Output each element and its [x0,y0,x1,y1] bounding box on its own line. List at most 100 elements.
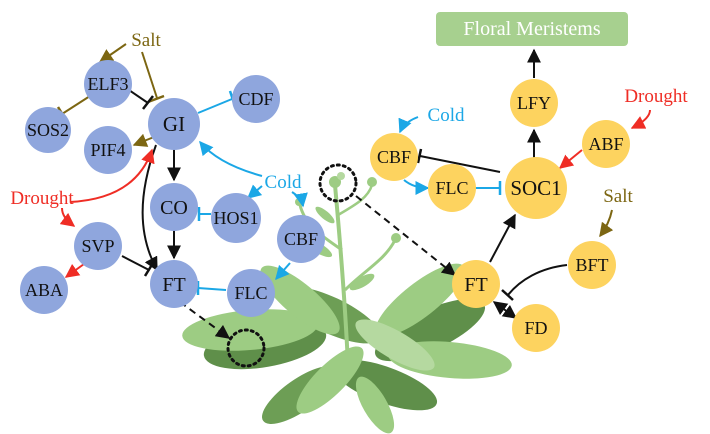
label-pif4: PIF4 [90,140,125,160]
node-svp [74,222,122,270]
leaf [260,265,340,335]
node-cbf-right [370,133,418,181]
label-hos1: HOS1 [213,208,258,228]
edge-cold-gi [199,140,263,177]
right-network-edges [398,48,651,319]
edge-elf3-sos2 [61,95,91,115]
edge-cbf-flc [275,262,291,281]
edge-svp-ft-bar [143,262,155,277]
edge-soc1-cbf-bar [416,148,423,164]
edge-drought-abf [630,109,651,129]
label-svp: SVP [81,236,114,256]
node-co [150,183,198,231]
leaf [315,206,335,224]
node-soc1-right [505,157,567,219]
label-ft: FT [162,274,185,296]
floral-meristems-box: Floral Meristems [436,12,628,46]
stimulus-cold-left: Cold [265,172,302,193]
edge-flc-ft [197,287,227,291]
label-co: CO [160,197,188,219]
leaf [355,376,395,434]
stimulus-salt-left: Salt [131,30,161,51]
node-cbf [277,215,325,263]
label-cbf-right: CBF [377,147,411,167]
node-flc [227,269,275,317]
label-flc-right: FLC [435,178,468,198]
node-sos2 [25,107,71,153]
edge-ft-soc1 [489,213,516,263]
flower-bud [367,177,377,187]
stimulus-salt-right: Salt [603,186,633,207]
node-aba [20,266,68,314]
edge-bft-ft [507,264,568,296]
flower-bud [329,176,341,188]
edge-svp-aba [64,263,85,278]
left-network-node-labels: ELF3 SOS2 GI CDF PIF4 CO HOS1 CBF SVP AB… [25,74,318,303]
label-ft-right: FT [464,274,487,296]
label-fd-right: FD [524,318,547,338]
edge-cdf-gi [197,98,233,114]
node-elf3 [84,60,132,108]
node-hos1 [211,193,261,243]
stimulus-cold-right: Cold [428,105,465,126]
edge-cbf-flc-right [403,179,430,195]
stem [337,184,374,217]
label-cbf: CBF [284,229,318,249]
node-fd-right [512,304,560,352]
edge-bft-ft-bar [501,289,514,301]
edge-svp-ft [121,255,150,271]
label-abf-right: ABF [588,134,623,154]
edge-salt-bft [599,209,614,238]
edge-soc1-cbf [419,155,501,173]
leaf [349,273,375,291]
node-bft-right [568,241,616,289]
flower-bud [337,172,345,180]
edge-cold-cbf-right [398,116,419,134]
edge-cold-hos1 [246,184,263,199]
label-flc: FLC [234,283,267,303]
right-stimuli: Cold Drought Salt [428,86,689,207]
label-cdf: CDF [238,89,273,109]
node-cdf [232,75,280,123]
label-lfy-right: LFY [517,93,551,113]
label-bft-right: BFT [575,255,608,275]
leaf [375,263,465,337]
edge-elf3-gi-bar [142,95,154,110]
left-network-nodes [20,60,325,317]
stem [333,184,350,366]
edge-salt-elf3 [98,43,127,63]
label-soc1-right: SOC1 [510,176,561,200]
leaf [332,359,438,411]
edge-salt-gi [141,51,158,99]
leaf [296,346,364,414]
label-sos2: SOS2 [27,120,69,140]
stimulus-drought-left: Drought [10,188,74,209]
edge-ft-fd [492,301,518,319]
edge-gi-pif4 [132,133,155,147]
edge-cold-cbf [291,191,308,208]
stimulus-drought-right: Drought [624,86,688,107]
dashed-arrow-leaf [179,301,231,339]
node-abf-right [582,120,630,168]
node-gi [148,98,200,150]
node-pif4 [84,126,132,174]
leaf [182,309,318,351]
dashed-arrow-apex [355,195,457,276]
arabidopsis-plant [182,172,512,434]
right-network-node-labels: LFY CBF ABF FLC SOC1 BFT FT FD [377,93,624,338]
node-ft [150,260,198,308]
flower-bud [391,233,401,243]
shoot-apex-highlight [318,163,358,203]
node-flc-right [428,164,476,212]
edge-drought-svp [59,207,76,227]
leaf-highlight [226,328,266,368]
node-lfy-right [510,79,558,127]
leaf [355,319,435,371]
floral-meristems-label: Floral Meristems [463,18,600,40]
node-ft-right [452,260,500,308]
label-elf3: ELF3 [87,74,128,94]
left-stimuli: Salt Drought Cold [10,30,302,209]
right-network-nodes [370,79,630,352]
